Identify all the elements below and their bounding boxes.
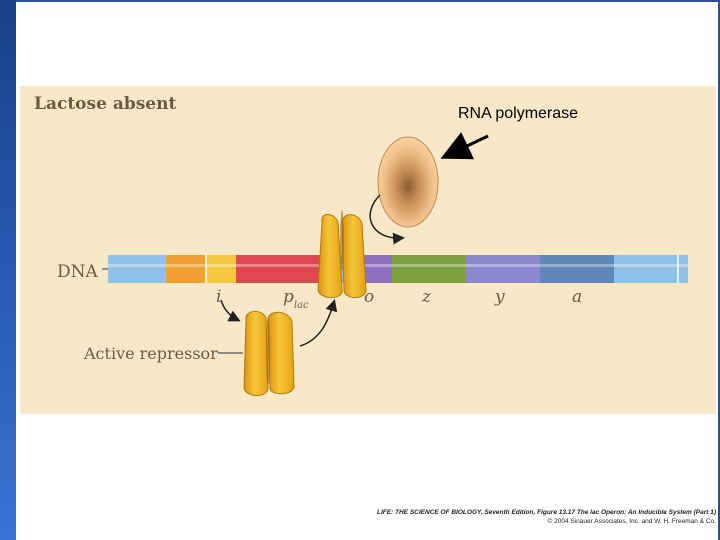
gene-label-i: i xyxy=(216,287,221,307)
rna-polymerase-shape xyxy=(377,136,439,228)
curved-arrow-polymerase-blocked xyxy=(369,194,405,245)
right-border xyxy=(718,0,720,540)
dna-segment-z-gene xyxy=(392,255,466,283)
gene-label-p-main: p xyxy=(283,287,294,307)
dna-segment-i-gene xyxy=(166,255,206,283)
dna-segment-y-gene xyxy=(466,255,540,283)
rna-polymerase-label: RNA polymerase xyxy=(458,105,579,122)
curved-arrow-repressor-binding xyxy=(299,299,338,347)
bound-repressor xyxy=(317,210,367,298)
gene-label-p-sub: lac xyxy=(294,300,309,311)
left-accent-bar xyxy=(0,0,16,540)
dna-strand xyxy=(108,255,688,283)
gene-label-a: a xyxy=(572,287,582,307)
gene-label-o: o xyxy=(364,287,374,307)
dna-segment-upstream xyxy=(108,255,166,283)
gene-label-p: plac xyxy=(283,287,309,311)
gene-label-y: y xyxy=(494,287,505,307)
credit-line-2: © 2004 Sinauer Associates, Inc. and W. H… xyxy=(547,518,716,525)
active-repressor-shape xyxy=(243,311,295,396)
dna-segment-i-end xyxy=(206,255,236,283)
dna-segment-downstream xyxy=(614,255,688,283)
active-repressor-label: Active repressor xyxy=(83,344,218,363)
dna-highlight xyxy=(108,264,688,267)
top-border xyxy=(16,0,720,2)
rna-polymerase-pointer xyxy=(440,132,489,160)
figure-credit: LIFE: THE SCIENCE OF BIOLOGY, Seventh Ed… xyxy=(336,508,716,526)
gene-label-z: z xyxy=(421,287,432,307)
figure-panel: Lactose absent xyxy=(20,86,716,414)
credit-line-1: LIFE: THE SCIENCE OF BIOLOGY, Seventh Ed… xyxy=(376,509,716,516)
dna-segment-a-gene xyxy=(540,255,614,283)
panel-title: Lactose absent xyxy=(34,94,177,114)
arrow-i-to-repressor xyxy=(220,299,241,322)
dna-label: DNA xyxy=(57,262,99,282)
